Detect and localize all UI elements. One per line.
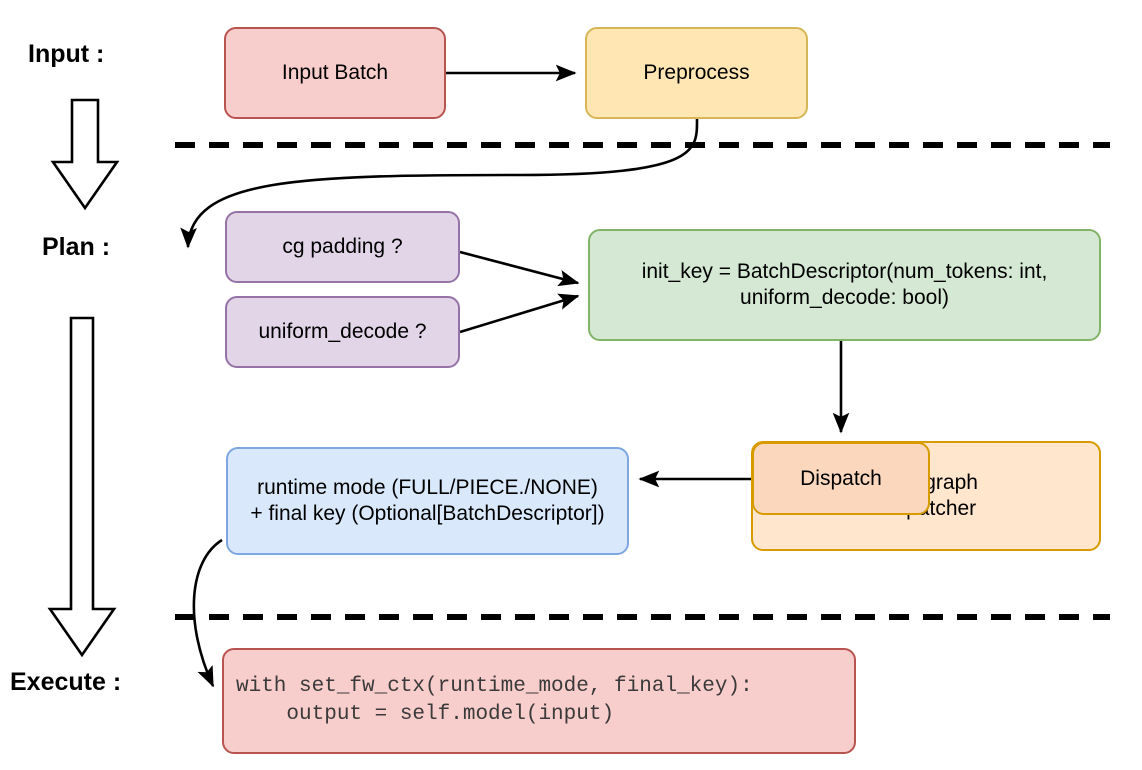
- flow-edges: [180, 64, 850, 688]
- node-label-uniform_decode: uniform_decode ?: [258, 320, 427, 344]
- node-preprocess[interactable]: Preprocess: [585, 27, 808, 119]
- cg-padding-to-init-key: [459, 250, 580, 287]
- node-label-runtime_mode: runtime mode (FULL/PIECE./NONE)+ final k…: [250, 476, 605, 525]
- node-label-cg_padding: cg padding ?: [282, 235, 403, 259]
- stage-progression-arrows: [47, 98, 120, 658]
- node-uniform_decode[interactable]: uniform_decode ?: [225, 296, 460, 368]
- node-init_key[interactable]: init_key = BatchDescriptor(num_tokens: i…: [588, 229, 1101, 341]
- stage-label-execute: Execute :: [10, 668, 122, 696]
- node-label-dispatch: Dispatch: [800, 466, 882, 490]
- node-runtime_mode[interactable]: runtime mode (FULL/PIECE./NONE)+ final k…: [226, 447, 629, 555]
- node-cg_padding[interactable]: cg padding ?: [225, 211, 460, 283]
- runtime-mode-to-execute-code: [192, 538, 223, 688]
- node-dispatch[interactable]: Dispatch: [752, 442, 930, 515]
- node-label-execute_code: with set_fw_ctx(runtime_mode, final_key)…: [236, 674, 753, 726]
- node-execute_code[interactable]: with set_fw_ctx(runtime_mode, final_key)…: [222, 648, 856, 754]
- node-label-init_key: init_key = BatchDescriptor(num_tokens: i…: [641, 260, 1048, 309]
- input-to-plan-arrow: [50, 98, 120, 211]
- stage-label-input: Input :: [28, 40, 105, 68]
- node-input_batch[interactable]: Input Batch: [224, 27, 446, 119]
- plan-to-execute-arrow: [47, 316, 117, 658]
- node-label-preprocess: Preprocess: [643, 61, 750, 85]
- uniform-decode-to-init-key: [459, 293, 580, 334]
- stage-label-plan: Plan :: [42, 233, 111, 261]
- node-label-input_batch: Input Batch: [281, 61, 389, 85]
